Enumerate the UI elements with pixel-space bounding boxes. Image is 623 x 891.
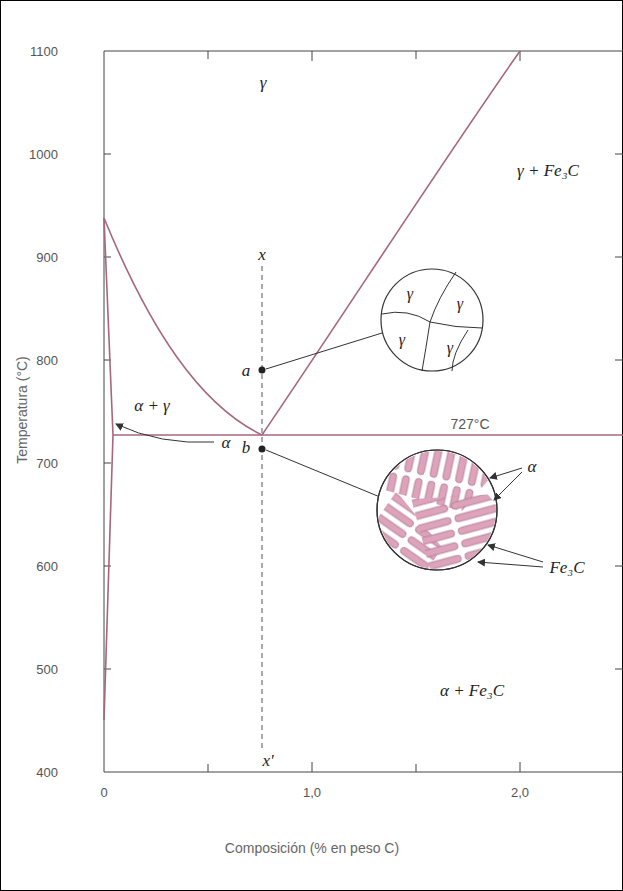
- tick-label: 900: [36, 251, 58, 264]
- tick-label: 600: [36, 560, 58, 573]
- callout-arrow: [478, 468, 543, 567]
- axis-title: Composición (% en peso C): [225, 841, 399, 855]
- grain-micrograph: γ γ γ γ: [380, 268, 484, 372]
- point: [259, 446, 266, 453]
- tick-label: 1100: [30, 45, 58, 58]
- tick-label: 1000: [29, 148, 58, 161]
- tick-label: 2,0: [511, 786, 529, 799]
- grain-label: γ: [457, 296, 463, 312]
- axis-title: Temperatura (°C): [15, 356, 29, 464]
- grain-label: γ: [447, 340, 453, 356]
- temperature-label: 727°C: [450, 417, 489, 431]
- tick-label: 800: [36, 354, 58, 367]
- grain-circle: [380, 268, 484, 372]
- tick-label: 400: [36, 766, 58, 779]
- line-label: x': [262, 752, 273, 769]
- line-label: x: [258, 246, 266, 263]
- callout-label: Fe₃C: [549, 559, 584, 576]
- grain-label: γ: [407, 286, 413, 302]
- phase-label: α + γ: [134, 397, 170, 414]
- phase-label: γ + Fe₃C: [517, 162, 579, 179]
- axes: [104, 51, 623, 772]
- tick-label: 0: [100, 786, 107, 799]
- grain-label: γ: [399, 332, 405, 348]
- point: [259, 367, 266, 374]
- leader-line: [116, 424, 214, 442]
- phase-boundaries: [104, 51, 623, 720]
- callout-label: α: [528, 458, 537, 475]
- point-label: b: [242, 439, 251, 456]
- leader-line: [266, 333, 382, 369]
- composition-line: [262, 266, 263, 752]
- phase-label: α: [222, 434, 231, 451]
- phase-label: α + Fe₃C: [440, 682, 504, 699]
- tick-label: 1,0: [303, 786, 321, 799]
- point-label: a: [242, 362, 251, 379]
- tick-label: 500: [36, 663, 58, 676]
- tick-label: 700: [36, 457, 58, 470]
- leader-line: [266, 450, 380, 497]
- phase-label: γ: [260, 74, 267, 91]
